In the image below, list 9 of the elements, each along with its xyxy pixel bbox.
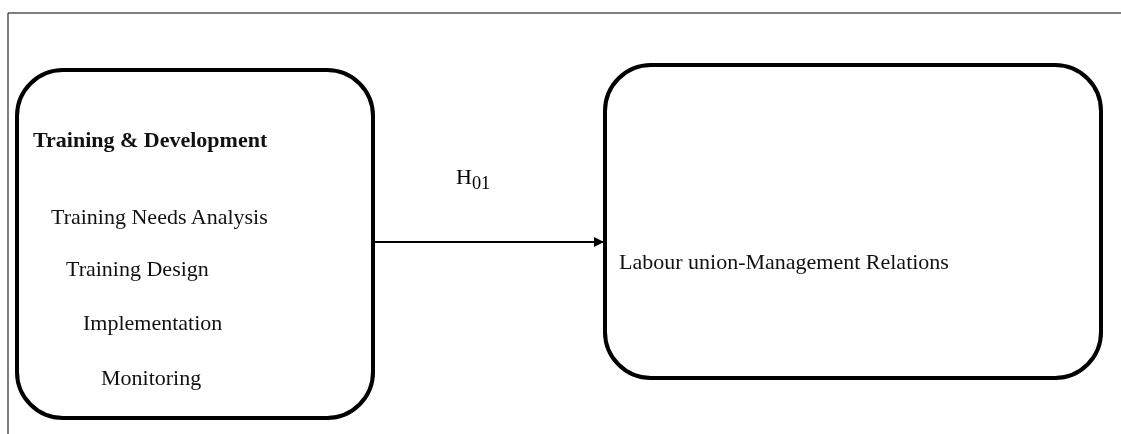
list-item: Implementation [83, 310, 223, 336]
node-text: Labour union-Management Relations [619, 249, 949, 275]
list-item: Monitoring [101, 365, 202, 391]
rounded-box [15, 68, 375, 420]
list-item: Training Needs Analysis [51, 204, 268, 230]
list-item: Training Design [66, 256, 209, 282]
rounded-box [603, 63, 1103, 380]
arrow [374, 237, 604, 247]
heading-text: Training & Development [33, 127, 268, 153]
